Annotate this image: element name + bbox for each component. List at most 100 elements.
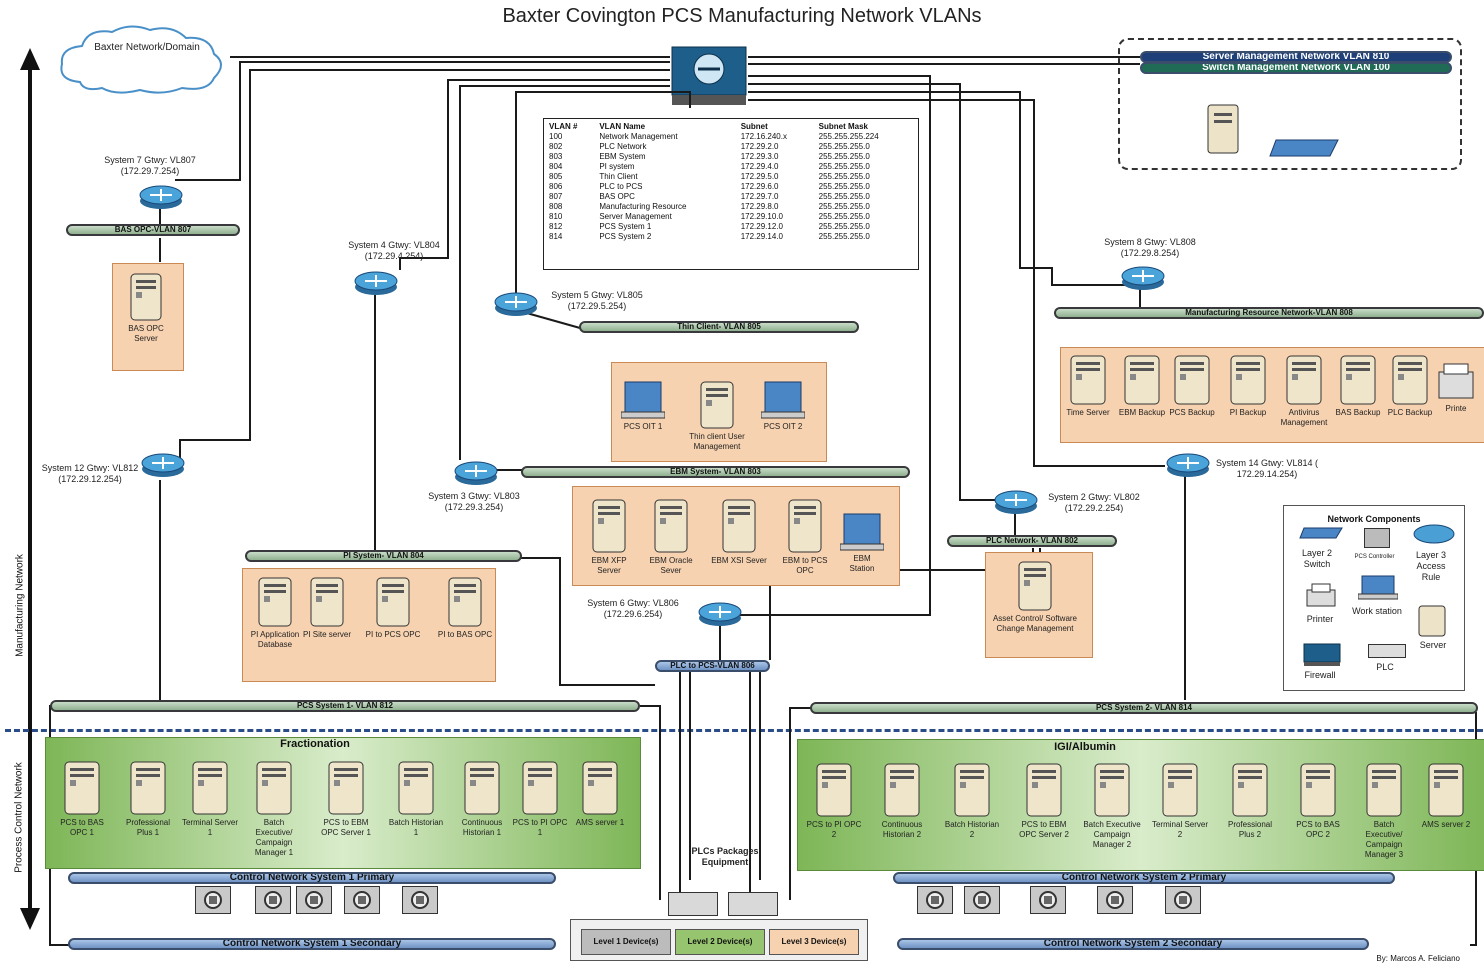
router-icon [1412,524,1456,544]
igi-device-label: PCS to PI OPC 2 [806,820,862,839]
server-icon [1338,354,1378,406]
mfg-device-label: PLC Backup [1387,408,1433,417]
server-icon [128,760,168,816]
vlan-table-cell: 804 [549,162,563,171]
fractionation-device-label: PCS to EBM OPC Server 1 [321,818,371,837]
vlan-table-cell: Network Management [599,132,678,141]
server-icon [1298,762,1338,818]
pcs-system-2-vlan-bar: PCS System 2- VLAN 814 [810,702,1478,714]
plc-legend-icon [1368,644,1406,658]
vlan-table-cell: EBM System [599,152,646,161]
pi-device-label: PI to PCS OPC [365,630,421,639]
vlan-table-cell: 255.255.255.0 [818,152,870,161]
ebm-device-label: EBM XFP Server [591,556,627,575]
firewall-icon [670,45,748,107]
layer2-switch-icon [1298,526,1344,540]
ebm-device-label: EBM Oracle Sever [649,556,693,575]
fractionation-device-label: Continuous Historian 1 [461,818,503,837]
gateway-5-label: System 5 Gtwy: VL805 (172.29.5.254) [551,290,643,311]
igi-albumin-label: IGI/Albumin [1054,741,1116,753]
legend-layer3-access-rule: Layer 3 Access Rule [1415,550,1447,582]
pcs-controller-icon [296,886,332,914]
igi-device-label: Terminal Server 2 [1151,820,1208,839]
fractionation-device-label: Professional Plus 1 [125,818,171,837]
legend-plc: PLC [1376,662,1394,672]
server-icon [1016,560,1054,612]
server-icon [520,760,560,816]
bas-opc-server-label: BAS OPC Server [128,324,164,343]
gateway-2-label: System 2 Gtwy: VL802 (172.29.2.254) [1048,492,1140,513]
server-icon [720,498,758,554]
control-network-2-secondary-bar: Control Network System 2 Secondary [897,938,1369,950]
vlan-table-cell: 812 [549,222,563,231]
vlan-table-cell: 172.29.3.0 [740,152,779,161]
igi-device-label: AMS server 2 [1421,820,1471,829]
igi-device-label: Batch Historian 2 [944,820,1000,839]
gateway-7-label: System 7 Gtwy: VL807 (172.29.7.254) [104,155,196,176]
server-icon [1092,762,1132,818]
server-icon [590,498,628,554]
legend-layer2-switch: Layer 2 Switch [1301,548,1333,569]
router-icon [1165,452,1211,478]
pcs-controller-icon [1364,528,1390,548]
router-icon [493,291,539,317]
vlan-table-cell: 172.29.5.0 [740,172,779,181]
network-components-legend: Network Components Layer 2 Switch PCS Co… [1283,505,1465,691]
thin-client-device-label: PCS OIT 1 [623,422,663,431]
server-icon [1172,354,1212,406]
pi-device-label: PI to BAS OPC [437,630,493,639]
server-icon [62,760,102,816]
igi-device-label: Professional Plus 2 [1227,820,1273,839]
vlan-table-cell: 808 [549,202,563,211]
vlan-table-cell: 255.255.255.0 [818,202,870,211]
server-icon [190,760,230,816]
vlan-table-cell: PI system [599,162,635,171]
vlan-table-cell: 255.255.255.0 [818,162,870,171]
vlan-table-cell: 805 [549,172,563,181]
server-icon [1426,762,1466,818]
server-icon [308,576,346,628]
legend-workstation: Work station [1352,606,1402,616]
firewall-legend-icon [1302,642,1342,668]
pcs-controller-icon [1030,886,1066,914]
vlan-table-cell: 172.29.14.0 [740,232,783,241]
vlan-table-cell: 255.255.255.0 [818,142,870,151]
cloud-icon [50,22,230,96]
vlan-table-cell: 255.255.255.0 [818,222,870,231]
fractionation-device-label: Terminal Server 1 [181,818,238,837]
gateway-3-label: System 3 Gtwy: VL803 (172.29.3.254) [428,491,520,512]
igi-device-label: Batch Executive Campaign Manager 2 [1083,820,1141,849]
level-3-box: Level 3 Device(s) [769,929,859,955]
vlan-table-cell: PLC Network [599,142,647,151]
vlan-table-cell: 255.255.255.0 [818,232,870,241]
vlan-table-cell: 172.29.4.0 [740,162,779,171]
vlan-table-cell: Manufacturing Resource [599,202,687,211]
mgmt-server-icon [1205,103,1243,155]
plc-packages-label: PLCs Packages Equipment [691,846,759,867]
gateway-4-label: System 4 Gtwy: VL804 (172.29.4.254) [348,240,440,261]
printer-icon [1436,362,1476,402]
pcs-controller-icon [917,886,953,914]
axis-arrow [20,48,40,930]
vlan-table-cell: BAS OPC [599,192,635,201]
legend-server: Server [1419,640,1447,650]
vlan-table-cell: 255.255.255.0 [818,182,870,191]
pi-device-label: PI Application Database [250,630,300,649]
vlan-table-cell: 806 [549,182,563,191]
server-icon [814,762,854,818]
mfg-device-label: PI Backup [1229,408,1267,417]
vlan-table-cell: 814 [549,232,563,241]
vlan-table-cell: 810 [549,212,563,221]
control-network-1-primary-bar: Control Network System 1 Primary [68,872,556,884]
igi-device-label: PCS to EBM OPC Server 2 [1019,820,1069,839]
server-icon [128,272,164,322]
server-icon [1160,762,1200,818]
mfg-resource-vlan-bar: Manufacturing Resource Network-VLAN 808 [1054,307,1484,319]
pcs-controller-icon [255,886,291,914]
server-icon [1390,354,1430,406]
